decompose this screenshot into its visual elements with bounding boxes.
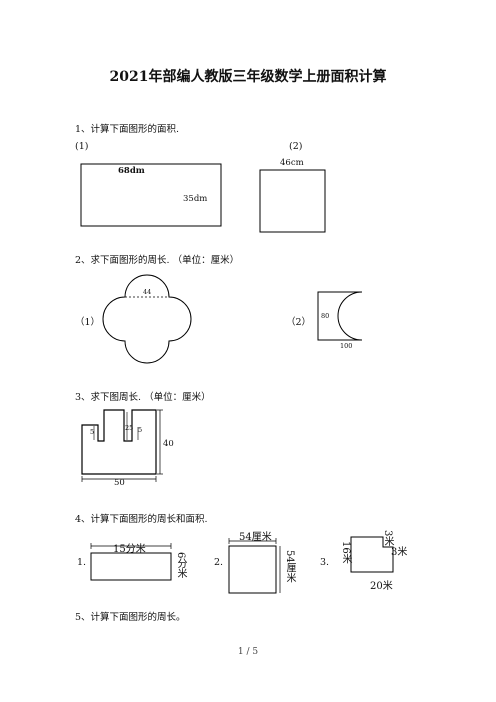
q3-outline — [81, 409, 157, 475]
q4-number-2: 2. — [214, 557, 224, 568]
q4-f3-notch-vertical-label: 3米 — [382, 530, 393, 547]
q3-dim-a: 5 — [90, 428, 95, 436]
q4-f2-side-label: 54厘米 — [284, 550, 295, 583]
q2-label-2: （2） — [286, 317, 312, 328]
q4-number-3: 3. — [320, 557, 330, 568]
q2-flower-dim-label: 44 — [143, 288, 152, 296]
q4-rectangle-1 — [90, 552, 172, 581]
q1-rect-width-label: 35dm — [183, 194, 208, 204]
q2-cut-rectangle — [317, 291, 363, 341]
q1-rect-length-label: 68dm — [118, 166, 145, 176]
q1-label-1: (1) — [75, 141, 89, 152]
q2-label-1: （1） — [75, 317, 101, 328]
q4-f1-length-label: 15分米 — [113, 544, 146, 555]
question-3-text: 3、求下图周长. （单位：厘米） — [75, 392, 211, 403]
q4-number-1: 1. — [77, 557, 87, 568]
q4-f1-width-label: 6分米 — [175, 552, 186, 579]
q4-square-2 — [228, 545, 277, 594]
q3-height-label: 40 — [163, 439, 174, 449]
page-title: 2021年部编人教版三年级数学上册面积计算 — [109, 69, 387, 85]
q4-f2-top-label: 54厘米 — [239, 532, 272, 543]
q4-f3-bottom-label: 20米 — [370, 581, 393, 592]
q3-dim-b: 25 — [125, 424, 134, 432]
question-2-text: 2、求下面图形的周长. （单位：厘米） — [75, 255, 240, 266]
q1-square-side-label: 46cm — [280, 158, 304, 168]
question-4-text: 4、计算下面图形的周长和面积. — [75, 514, 208, 525]
q1-square — [259, 169, 326, 233]
q4-f3-notch-horizontal-label: 3米 — [391, 547, 408, 558]
q2-flower-shape — [102, 274, 192, 364]
q4-f3-left-label: 16米 — [340, 541, 351, 564]
q2-shape-height-label: 80 — [321, 312, 330, 320]
question-1-text: 1、计算下面图形的面积. — [75, 124, 180, 135]
q4-notched-shape-3 — [350, 536, 394, 573]
page-number: 1 / 5 — [237, 647, 259, 657]
q1-label-2: (2) — [289, 141, 303, 152]
question-5-text: 5、计算下面图形的周长。 — [75, 612, 186, 623]
q1-rectangle — [80, 163, 222, 227]
q2-shape-width-label: 100 — [340, 342, 353, 350]
q3-dim-c: 5 — [138, 426, 143, 434]
q3-width-label: 50 — [114, 478, 125, 488]
